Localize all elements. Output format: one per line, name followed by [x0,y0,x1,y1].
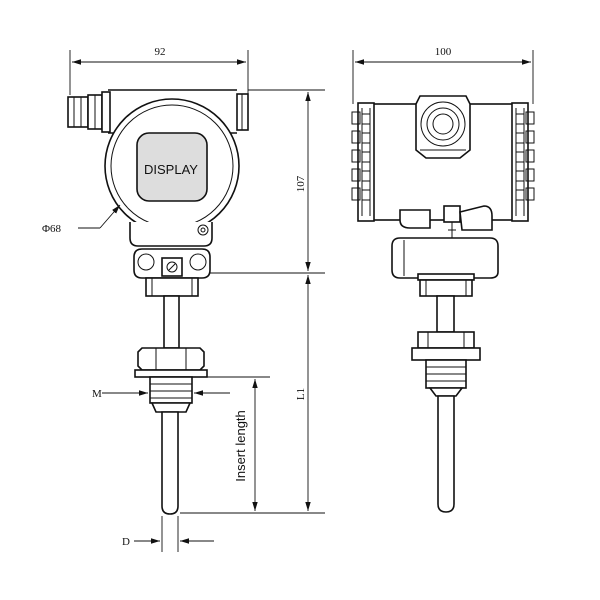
side-cable-gland [415,95,471,159]
dimension-total-length: L1 [295,275,311,511]
hex-nut [134,347,208,378]
side-cover-right [511,102,535,222]
dimension-width-side-label: 100 [435,46,452,58]
dimension-height-head: 107 [295,92,311,271]
dimension-total-length-label: L1 [295,388,307,400]
dimension-stem: D [122,516,214,552]
dimension-diameter-label: Φ68 [42,223,62,235]
dimension-stem-label: D [122,536,130,548]
clamp-block [133,248,211,279]
dimension-insert-length: Insert length [233,379,258,511]
side-adapter [417,273,475,281]
side-probe-stem [437,395,455,513]
dimension-insert-length-label: Insert length [233,410,248,482]
side-hex-nut [411,331,481,361]
side-view: 100 [351,46,535,513]
dimension-diameter: Φ68 [42,204,121,235]
adapter-body [145,277,199,297]
side-clamp [399,205,493,240]
cable-gland-left [67,91,111,133]
side-upper-stem [436,295,455,333]
side-plug-right [236,93,249,131]
side-neck [391,237,499,279]
housing-neck [129,222,213,247]
dimension-thread-label: M [92,388,102,400]
display-label: DISPLAY [144,162,198,177]
dimension-width-side: 100 [352,46,534,104]
side-cover-left [351,102,375,222]
dimension-thread: M [92,388,230,400]
dimension-width-front: 92 [69,46,249,95]
upper-stem [163,295,180,349]
display-window: DISPLAY [136,132,208,202]
dimension-height-head-label: 107 [295,175,307,192]
threaded-fitting [149,376,193,413]
dimension-width-front-label: 92 [155,46,166,58]
front-view: 92 DISPLAY Φ68 [42,46,325,552]
probe-stem [161,411,179,515]
side-threaded-fitting [425,359,467,397]
